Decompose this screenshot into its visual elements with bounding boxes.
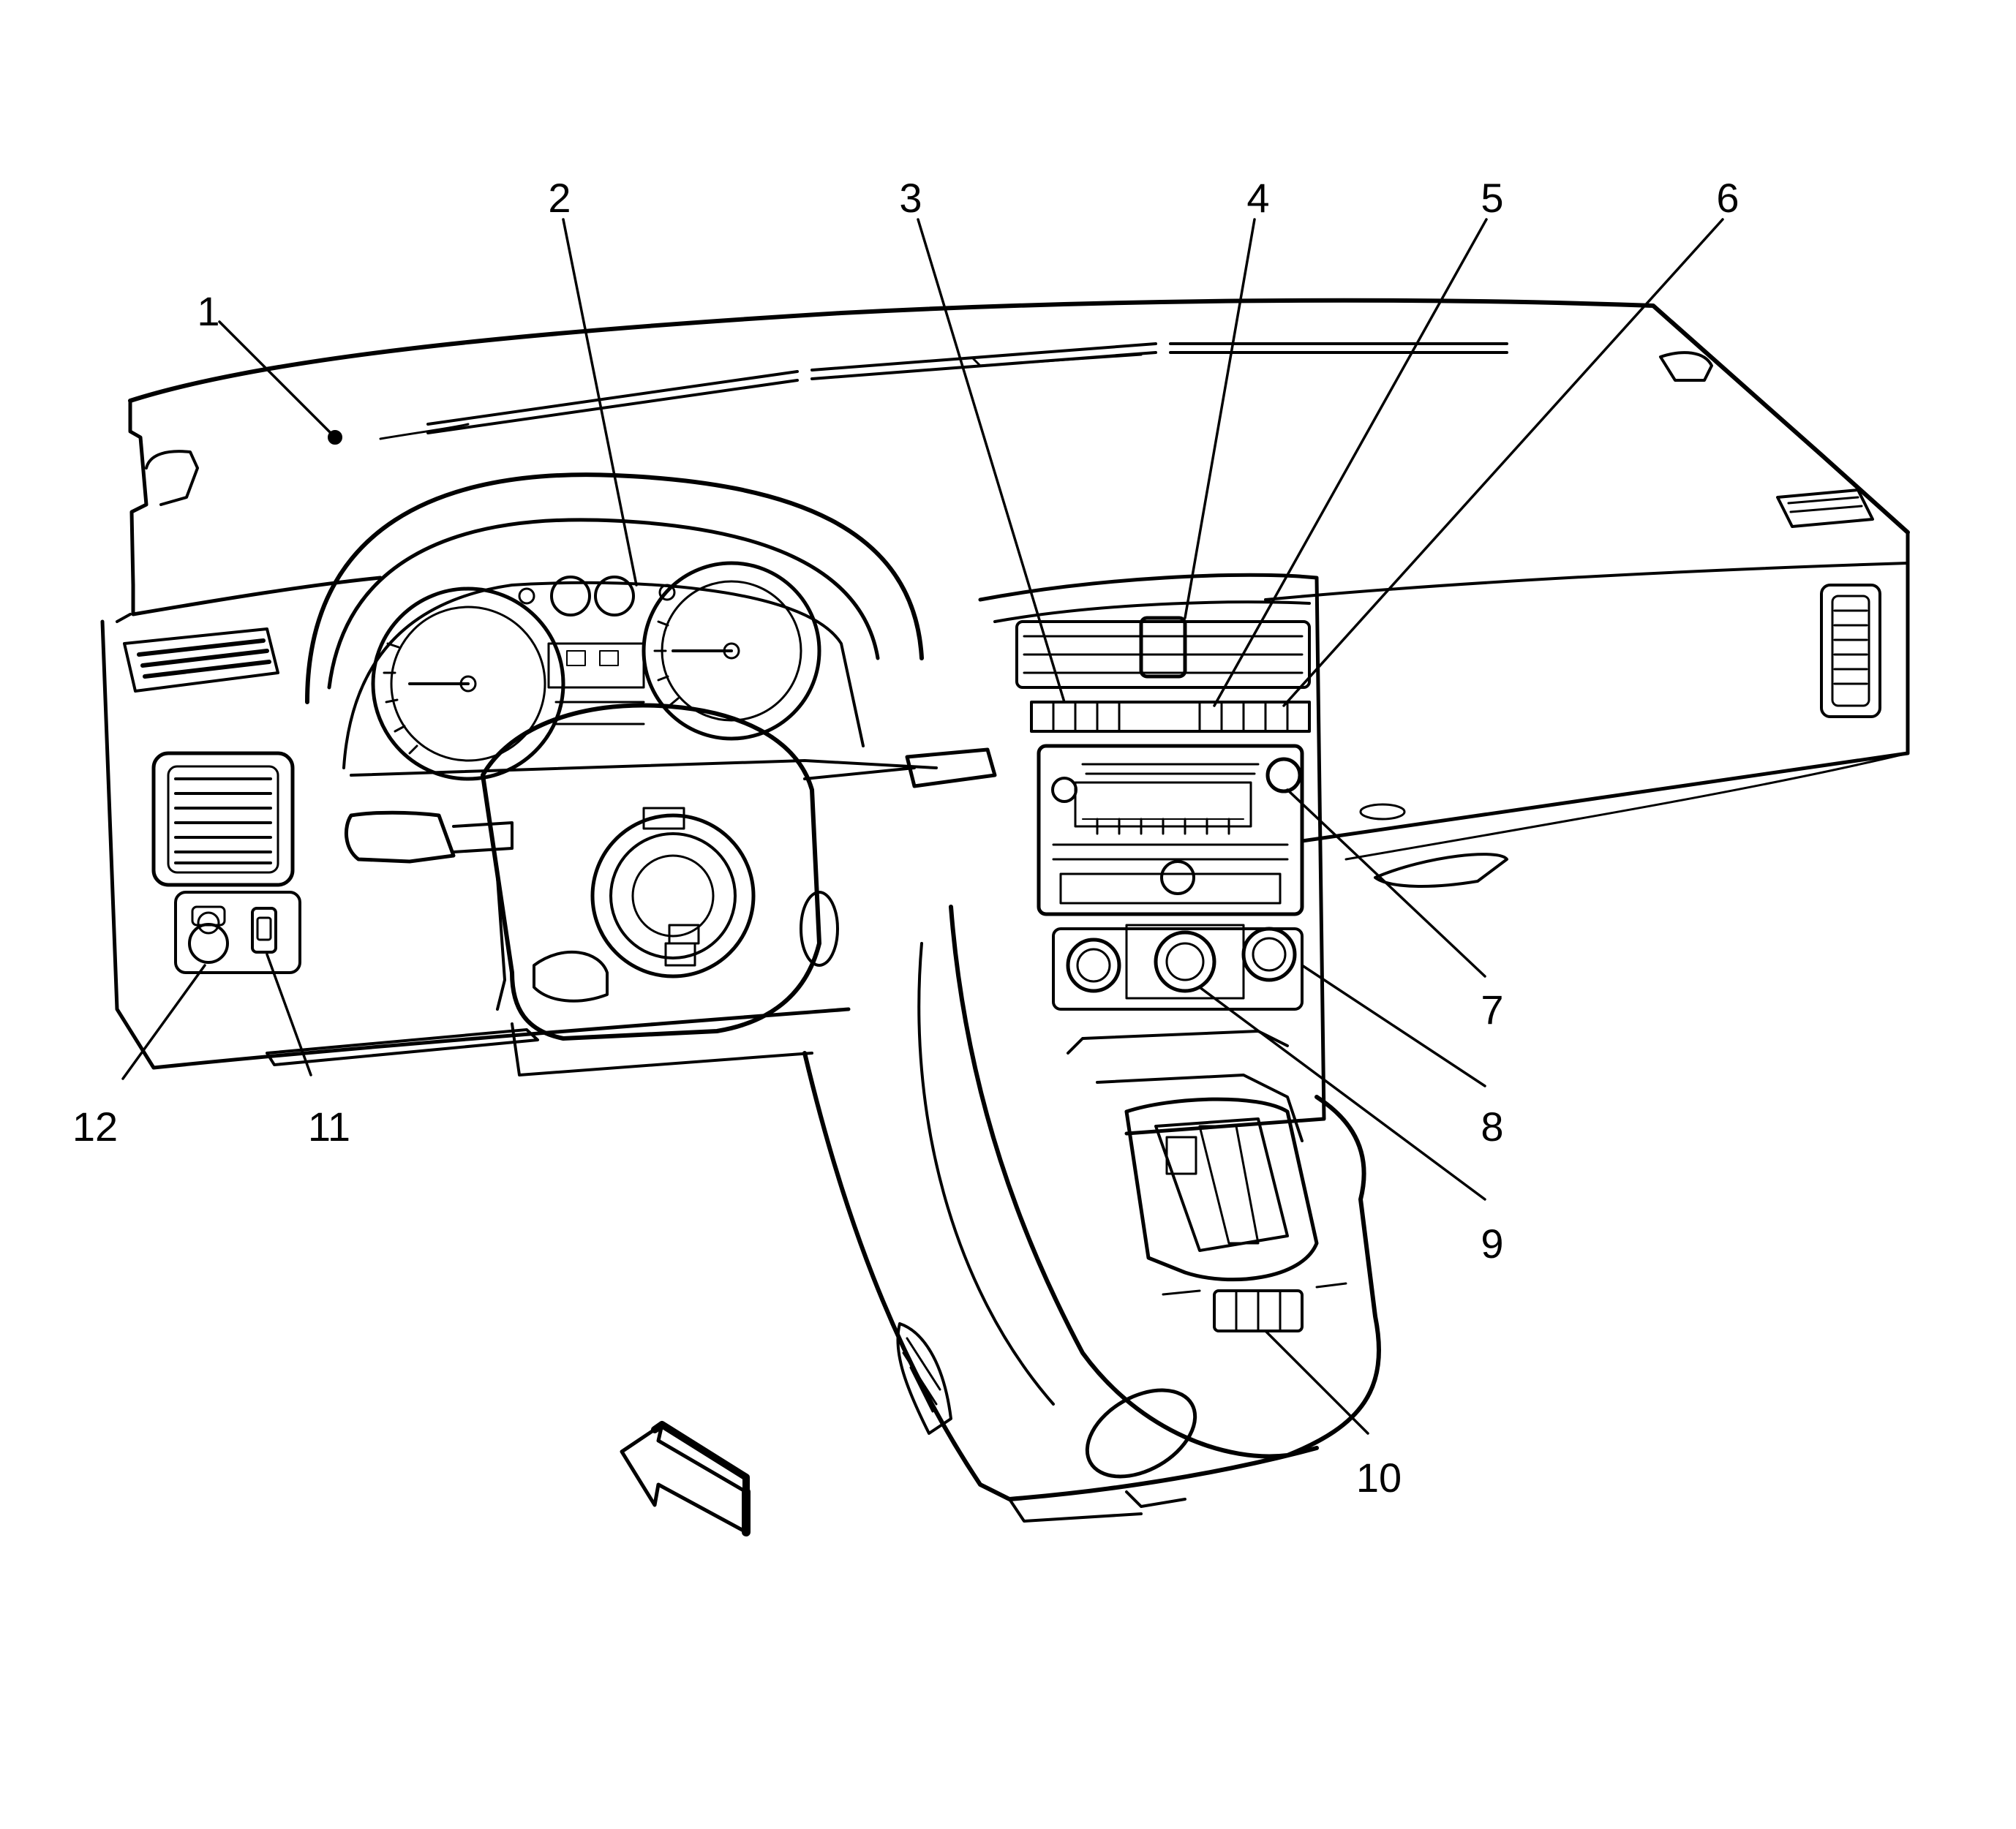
center-vents [1015, 620, 1311, 689]
radio-knob [1265, 757, 1302, 793]
callout-5: 5 [1481, 175, 1503, 221]
clockspring [590, 813, 756, 978]
hvac-knob-left [1066, 938, 1121, 993]
callout-leaders [121, 218, 1724, 1435]
button-row [1030, 701, 1311, 733]
callout-7: 7 [1481, 987, 1503, 1033]
gear-shifter-bezel [1124, 1097, 1319, 1282]
callout-3: 3 [899, 175, 922, 221]
hvac-control [1052, 927, 1304, 1011]
leader-8 [1301, 964, 1486, 1087]
leader-5 [1213, 218, 1488, 707]
callout-12: 12 [72, 1104, 118, 1150]
callout-11: 11 [308, 1104, 350, 1150]
callout-10: 10 [1356, 1455, 1402, 1501]
headlamp-switch-knob [188, 923, 229, 964]
leader-1 [218, 320, 334, 437]
callout-1: 1 [197, 288, 219, 334]
callout-4: 4 [1246, 175, 1269, 221]
leader-9 [1198, 986, 1486, 1201]
floor-console [802, 905, 1381, 1523]
callout-8: 8 [1481, 1104, 1503, 1150]
leader-11 [266, 953, 312, 1076]
callout-2: 2 [548, 175, 571, 221]
callout-6: 6 [1716, 175, 1739, 221]
leader-3 [917, 218, 1066, 704]
instrument-cluster [305, 472, 938, 781]
center-stack [978, 573, 1326, 1142]
hvac-knob-center [1154, 930, 1216, 993]
leader-4 [1184, 218, 1256, 619]
leader-6 [1282, 218, 1724, 707]
callout-9: 9 [1481, 1221, 1503, 1267]
left-side-panel [100, 613, 851, 1070]
front-direction-arrow [620, 1421, 751, 1536]
steering-column [344, 703, 997, 1076]
hvac-knob-right [1241, 927, 1297, 982]
rocker-switch [251, 907, 277, 954]
cup-holder [1085, 1388, 1197, 1479]
speedometer [371, 587, 565, 781]
leader-12 [121, 964, 206, 1080]
leader-2 [562, 218, 638, 587]
leader-7 [1286, 788, 1486, 978]
leader-10 [1264, 1330, 1369, 1435]
radio [1037, 744, 1304, 916]
hazard-switch [1139, 616, 1187, 679]
callout-labels: 1 2 3 4 5 6 7 8 9 10 11 12 [72, 175, 1739, 1501]
